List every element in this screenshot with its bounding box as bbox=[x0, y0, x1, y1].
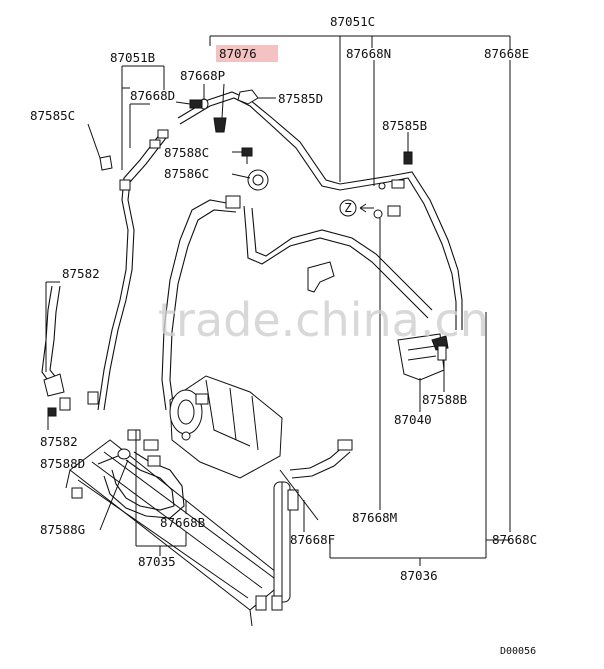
label-87588d[interactable]: 87588D bbox=[40, 456, 85, 471]
label-87668c[interactable]: 87668C bbox=[492, 532, 537, 547]
label-87076[interactable]: 87076 bbox=[219, 46, 257, 61]
z-marker: Z bbox=[339, 199, 374, 217]
label-87036[interactable]: 87036 bbox=[400, 568, 438, 583]
label-87051b[interactable]: 87051B bbox=[110, 50, 155, 65]
label-87588c[interactable]: 87588C bbox=[164, 145, 209, 160]
label-87582-bottom[interactable]: 87582 bbox=[40, 434, 78, 449]
label-87668d[interactable]: 87668D bbox=[130, 88, 175, 103]
label-87588b[interactable]: 87588B bbox=[422, 392, 467, 407]
label-87588g[interactable]: 87588G bbox=[40, 522, 85, 537]
fittings bbox=[43, 89, 447, 611]
label-87585d[interactable]: 87585D bbox=[278, 91, 323, 106]
highlight-87076 bbox=[216, 45, 278, 62]
label-87586c[interactable]: 87586C bbox=[164, 166, 209, 181]
part-labels: 87051C 87076 87668N 87668E 87051B 87668P… bbox=[30, 14, 537, 657]
label-87035[interactable]: 87035 bbox=[138, 554, 176, 569]
leader-lines bbox=[45, 35, 511, 566]
label-87585c[interactable]: 87585C bbox=[30, 108, 75, 123]
label-87582-top[interactable]: 87582 bbox=[62, 266, 100, 281]
label-87668f[interactable]: 87668F bbox=[290, 532, 335, 547]
label-87668p[interactable]: 87668P bbox=[180, 68, 225, 83]
footer-code: D00056 bbox=[500, 646, 536, 657]
label-87668b[interactable]: 87668B bbox=[160, 515, 205, 530]
label-87668m[interactable]: 87668M bbox=[352, 510, 397, 525]
z-marker-label: Z bbox=[344, 200, 352, 215]
label-87668n[interactable]: 87668N bbox=[346, 46, 391, 61]
compressor bbox=[169, 375, 283, 479]
label-87668e[interactable]: 87668E bbox=[484, 46, 529, 61]
label-87051c[interactable]: 87051C bbox=[330, 14, 375, 29]
watermark: trade.china.cn bbox=[158, 293, 489, 347]
label-87585b[interactable]: 87585B bbox=[382, 118, 427, 133]
label-87040[interactable]: 87040 bbox=[394, 412, 432, 427]
